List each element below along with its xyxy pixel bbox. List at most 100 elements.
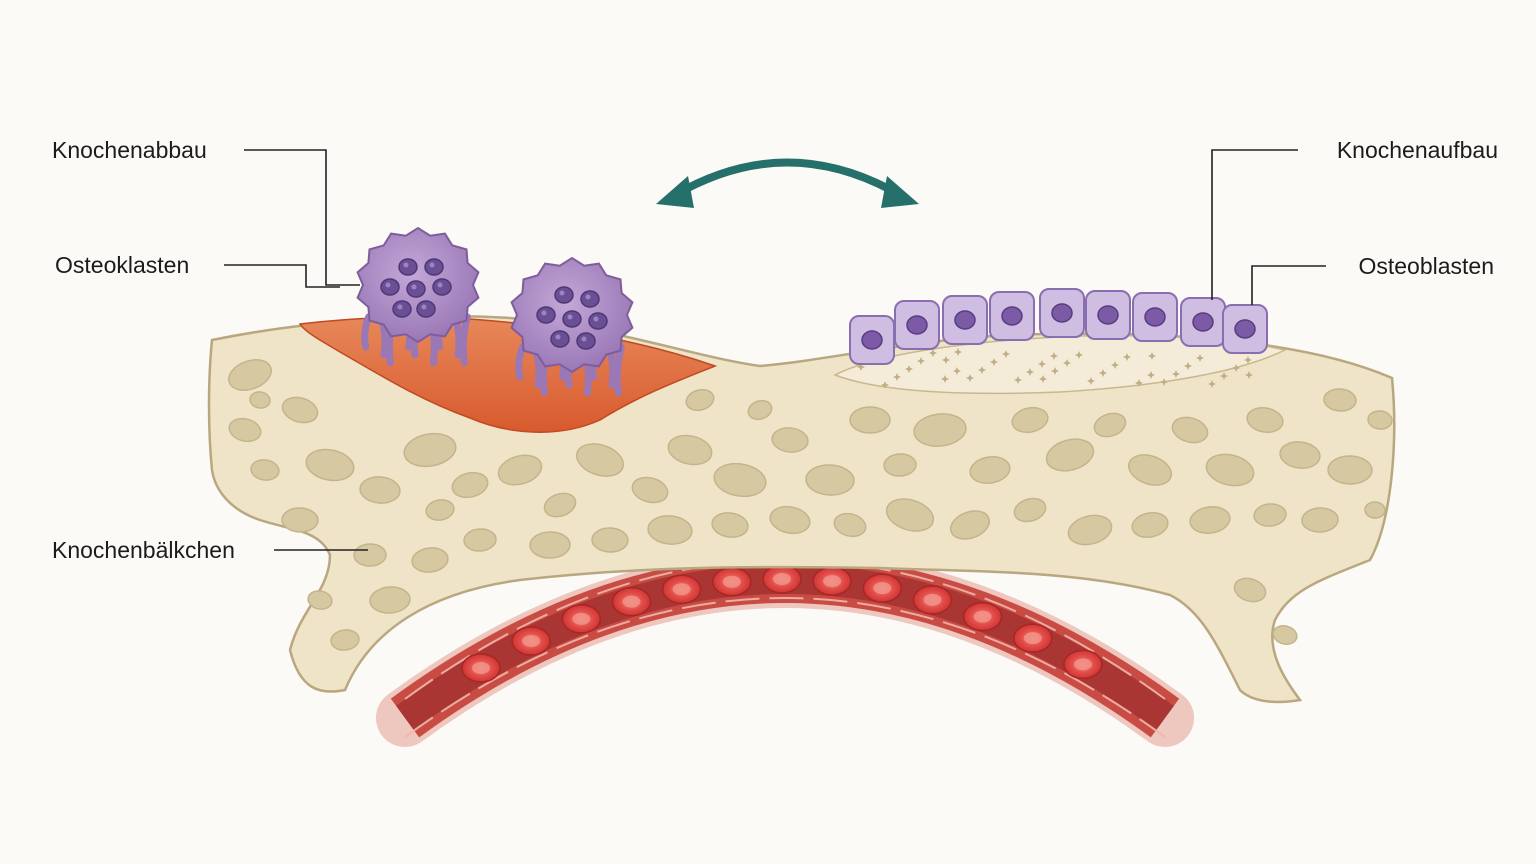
leader-line-knochenaufbau [1211,149,1298,300]
osteoblast-cell [1039,288,1085,338]
mineral-speck [1050,352,1058,360]
mineral-speck [1232,364,1240,372]
osteoclast-nucleus [588,312,608,330]
ruffled-border-finger [459,313,471,367]
bone-pore [1272,625,1298,645]
label-knochenaufbau: Knochenaufbau [1336,137,1498,163]
bone-pore [411,547,449,573]
mineral-speck [1038,360,1046,368]
bone-pore [1045,438,1095,472]
mineral-speck [1196,354,1204,362]
mineral-speck [1075,351,1083,359]
bone-pore [949,510,991,540]
bone-pore [1327,455,1373,485]
red-blood-cell-center [672,583,691,596]
osteoblast-cell [989,291,1035,341]
bone-pore [711,512,749,538]
bone-pore [359,476,401,504]
red-blood-cell-center [1023,632,1042,645]
osteoblast-nucleus [1234,319,1256,339]
bone-pore [305,448,355,482]
mineral-speck [1063,359,1071,367]
bone-pores [228,359,1393,651]
bone-pore [369,586,411,614]
osteoblast-nucleus [1001,306,1023,326]
bone-pore [353,543,387,567]
ruffled-border-finger [515,343,527,381]
osteoclast-nucleus [562,310,582,328]
red-blood-cell-center [1073,658,1092,671]
red-blood-cells [461,564,1103,683]
bone-pore [281,396,319,424]
mineral-speck [1147,371,1155,379]
bone-pore [425,499,455,521]
mineral-speck [893,373,901,381]
mineral-speck [1220,372,1228,380]
bone-pore [1171,416,1209,444]
osteoblast-cell [1132,292,1178,342]
bone-pore [883,453,917,477]
nucleus-highlight [397,304,403,310]
bone-pore [281,507,319,533]
nucleus-highlight [403,262,409,268]
osteoblast-nucleus [1192,312,1214,332]
mineral-speck [1184,362,1192,370]
bone-pore [1367,410,1393,430]
mineral-speck [966,374,974,382]
bone-pore [1127,454,1173,486]
bone-pore [1189,506,1231,534]
nucleus-highlight [385,282,391,288]
nucleus-highlight [581,336,587,342]
leader-line-osteoblasten [1251,265,1326,305]
mineral-speck [1172,370,1180,378]
red-blood-cell-center [622,595,641,608]
label-osteoklasten: Osteoklasten [55,252,190,278]
bone-pore [591,527,629,553]
red-blood-cell-center [522,635,541,648]
nucleus-highlight [559,290,565,296]
osteoclast-nucleus [536,306,556,324]
mineral-speck [1135,379,1143,387]
red-blood-cell-center [572,612,591,625]
osteoblast-cell [849,315,895,365]
bone-pore [647,515,693,545]
osteoclast-nucleus [576,332,596,350]
mineral-speck [1111,361,1119,369]
bone-pore [330,629,360,651]
nucleus-highlight [555,334,561,340]
osteoblast-nucleus [861,330,883,350]
red-blood-cell-center [923,593,942,606]
red-blood-cell-center [973,610,992,623]
bone-pore [529,531,571,559]
label-knochenabbau: Knochenabbau [52,137,207,163]
bone-pore [1013,497,1047,523]
osteoblast-layer [849,288,1268,365]
mineral-speck [905,365,913,373]
leader-line-osteoklasten [224,264,340,288]
mineral-speck [1051,367,1059,375]
red-blood-cell-center [772,573,791,586]
bone-pore [1323,388,1357,412]
nucleus-highlight [593,316,599,322]
bone-pore [451,471,489,499]
bone-pore [747,399,773,421]
mineral-speck [917,357,925,365]
mineral-speck [990,358,998,366]
label-knochenbaelkchen: Knochenbälkchen [52,537,235,563]
nucleus-highlight [585,294,591,300]
bone-pore [463,528,497,552]
ruffled-border-finger [613,343,625,397]
mineral-speck [1014,376,1022,384]
bone-pore [849,406,891,434]
bone-pore [769,505,811,535]
mineral-speck [953,367,961,375]
mineral-speck [857,363,865,371]
mineral-speck [881,381,889,389]
bone-pore [631,476,669,504]
osteoblast-cell [1085,290,1131,340]
bone-pore [228,417,262,443]
mineral-speck [1123,353,1131,361]
osteoclast-nucleus [554,286,574,304]
bone-pore [1279,441,1321,469]
